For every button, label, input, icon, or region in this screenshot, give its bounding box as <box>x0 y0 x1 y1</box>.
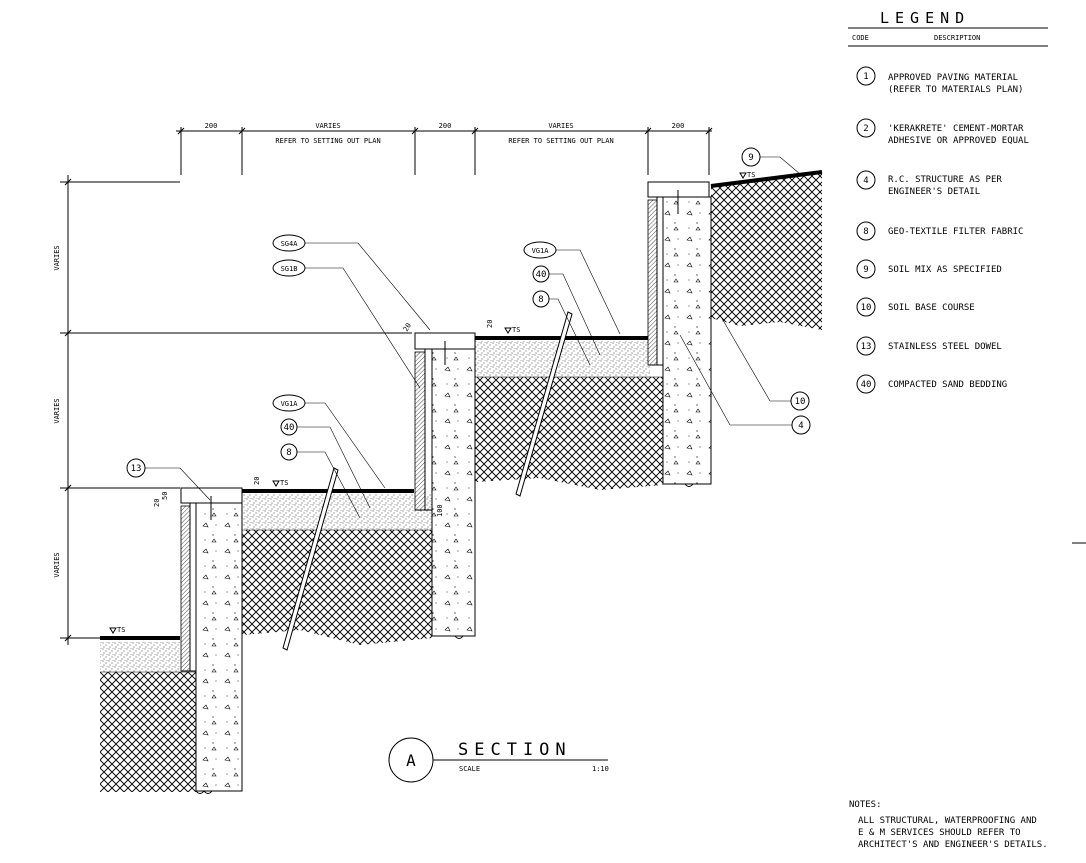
legend-item-line1: SOIL BASE COURSE <box>888 303 975 313</box>
scale-label: SCALE <box>459 765 480 773</box>
legend-item-line1: COMPACTED SAND BEDDING <box>888 380 1007 390</box>
legend-code: 10 <box>861 303 872 313</box>
tag-vg1a-lower: VG1A <box>281 400 299 408</box>
legend-item-line1: APPROVED PAVING MATERIAL <box>888 73 1018 83</box>
legend-code: 13 <box>861 342 872 352</box>
ts-label: TS <box>512 326 520 334</box>
legend-item: 2 'KERAKRETE' CEMENT-MORTAR ADHESIVE OR … <box>856 118 1029 146</box>
legend-code-circle <box>856 259 876 279</box>
tag-8-lower: 8 <box>286 448 291 458</box>
dim-label: 200 <box>205 122 218 130</box>
dim-label: 100 <box>436 504 444 517</box>
legend-code-circle <box>856 336 876 356</box>
section-title-block: A SECTION SCALE 1:10 <box>388 737 609 783</box>
legend-code-circle <box>856 66 876 86</box>
legend-item-line1: GEO-TEXTILE FILTER FABRIC <box>888 227 1023 237</box>
terrace-2 <box>242 489 432 645</box>
dim-label: 200 <box>672 122 685 130</box>
refer-note: REFER TO SETTING OUT PLAN <box>508 137 613 145</box>
tag-sg4a: SG4A <box>281 240 299 248</box>
legend-item: 10 SOIL BASE COURSE <box>856 297 975 317</box>
legend-item-line2: (REFER TO MATERIALS PLAN) <box>888 85 1023 95</box>
notes-line: ALL STRUCTURAL, WATERPROOFING AND <box>858 816 1037 826</box>
legend-code-circle <box>856 221 876 241</box>
side-dimension-line: VARIES VARIES VARIES <box>53 175 412 645</box>
level-marks: TS TS TS TS <box>109 171 755 634</box>
top-soil-slope <box>710 170 823 330</box>
legend-item-line2: ADHESIVE OR APPROVED EQUAL <box>888 136 1029 146</box>
legend-code: 1 <box>863 72 868 82</box>
dim-label: 20 <box>153 499 161 507</box>
dim-label: VARIES <box>53 398 61 423</box>
dim-label: 20 <box>402 322 413 333</box>
legend-item-line2: ENGINEER'S DETAIL <box>888 187 980 197</box>
legend-item-line1: 'KERAKRETE' CEMENT-MORTAR <box>888 124 1024 134</box>
callouts: SG4A SG1B VG1A 40 8 VG1A 40 8 13 <box>126 147 811 519</box>
legend-code: 8 <box>863 227 868 237</box>
refer-note: REFER TO SETTING OUT PLAN <box>275 137 380 145</box>
legend-item: 8 GEO-TEXTILE FILTER FABRIC <box>856 221 1023 241</box>
legend-col-description: DESCRIPTION <box>934 34 980 42</box>
dim-label: 50 <box>161 492 169 500</box>
legend-item-line1: R.C. STRUCTURE AS PER <box>888 175 1002 185</box>
rc-wall-1 <box>180 487 243 794</box>
legend-code: 9 <box>863 265 868 275</box>
notes-block: NOTES: ALL STRUCTURAL, WATERPROOFING AND… <box>849 800 1048 850</box>
legend-code-circle <box>856 374 876 394</box>
dim-label: 20 <box>253 477 261 485</box>
tag-10: 10 <box>795 397 806 407</box>
small-dimensions: 20 50 20 100 20 20 <box>153 320 494 517</box>
top-dimension-line: 200 VARIES 200 VARIES 200 REFER TO SETTI… <box>176 122 713 175</box>
tag-9: 9 <box>748 153 753 163</box>
legend-code-circle <box>856 170 876 190</box>
tag-sg1b: SG1B <box>281 265 298 273</box>
lower-terrace <box>100 636 196 792</box>
section-marker-label: A <box>406 751 416 770</box>
dim-label: VARIES <box>53 245 61 270</box>
legend-item: 9 SOIL MIX AS SPECIFIED <box>856 259 1002 279</box>
terrace-3 <box>475 336 663 490</box>
scale-value: 1:10 <box>592 765 609 773</box>
tag-13: 13 <box>131 464 142 474</box>
legend-code: 2 <box>863 124 868 134</box>
legend-code: 40 <box>861 380 872 390</box>
legend-item-line1: SOIL MIX AS SPECIFIED <box>888 265 1002 275</box>
dim-label: VARIES <box>315 122 340 130</box>
legend-item-line1: STAINLESS STEEL DOWEL <box>888 342 1002 352</box>
notes-line: ARCHITECT'S AND ENGINEER'S DETAILS. <box>858 840 1048 850</box>
dim-label: VARIES <box>53 552 61 577</box>
legend-code: 4 <box>863 176 868 186</box>
tag-40-lower: 40 <box>284 423 295 433</box>
rc-wall-3 <box>647 181 712 487</box>
section-title: SECTION <box>458 740 572 760</box>
geotextile-strips <box>282 311 573 651</box>
tag-40-upper: 40 <box>536 270 547 280</box>
tag-vg1a-upper: VG1A <box>532 247 550 255</box>
legend-col-code: CODE <box>852 34 869 42</box>
legend-code-circle <box>856 297 876 317</box>
legend-item: 4 R.C. STRUCTURE AS PER ENGINEER'S DETAI… <box>856 170 1002 197</box>
tag-4: 4 <box>798 421 803 431</box>
ts-label: TS <box>747 171 755 179</box>
legend-code-circle <box>856 118 876 138</box>
dim-label: 20 <box>486 320 494 328</box>
dim-label: VARIES <box>548 122 573 130</box>
notes-line: E & M SERVICES SHOULD REFER TO <box>858 828 1021 838</box>
ts-label: TS <box>117 626 125 634</box>
notes-heading: NOTES: <box>849 800 882 810</box>
legend-item: 1 APPROVED PAVING MATERIAL (REFER TO MAT… <box>856 66 1023 95</box>
ts-label: TS <box>280 479 288 487</box>
legend: LEGEND CODE DESCRIPTION 1 APPROVED PAVIN… <box>848 9 1048 394</box>
legend-title: LEGEND <box>880 9 970 27</box>
legend-item: 40 COMPACTED SAND BEDDING <box>856 374 1007 394</box>
rc-wall-2 <box>414 332 476 639</box>
tag-8-upper: 8 <box>538 295 543 305</box>
dim-label: 200 <box>439 122 452 130</box>
legend-item: 13 STAINLESS STEEL DOWEL <box>856 336 1002 356</box>
